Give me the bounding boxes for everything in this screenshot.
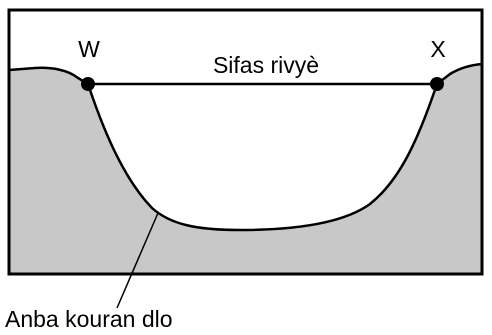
point-w-label: W bbox=[78, 36, 100, 62]
water-surface-label: Sifas rivyè bbox=[213, 52, 319, 78]
point-w-marker bbox=[81, 77, 95, 91]
point-x-marker bbox=[430, 77, 444, 91]
point-x-label: X bbox=[430, 36, 445, 62]
river-bottom-label: Anba kouran dlo bbox=[5, 306, 173, 332]
